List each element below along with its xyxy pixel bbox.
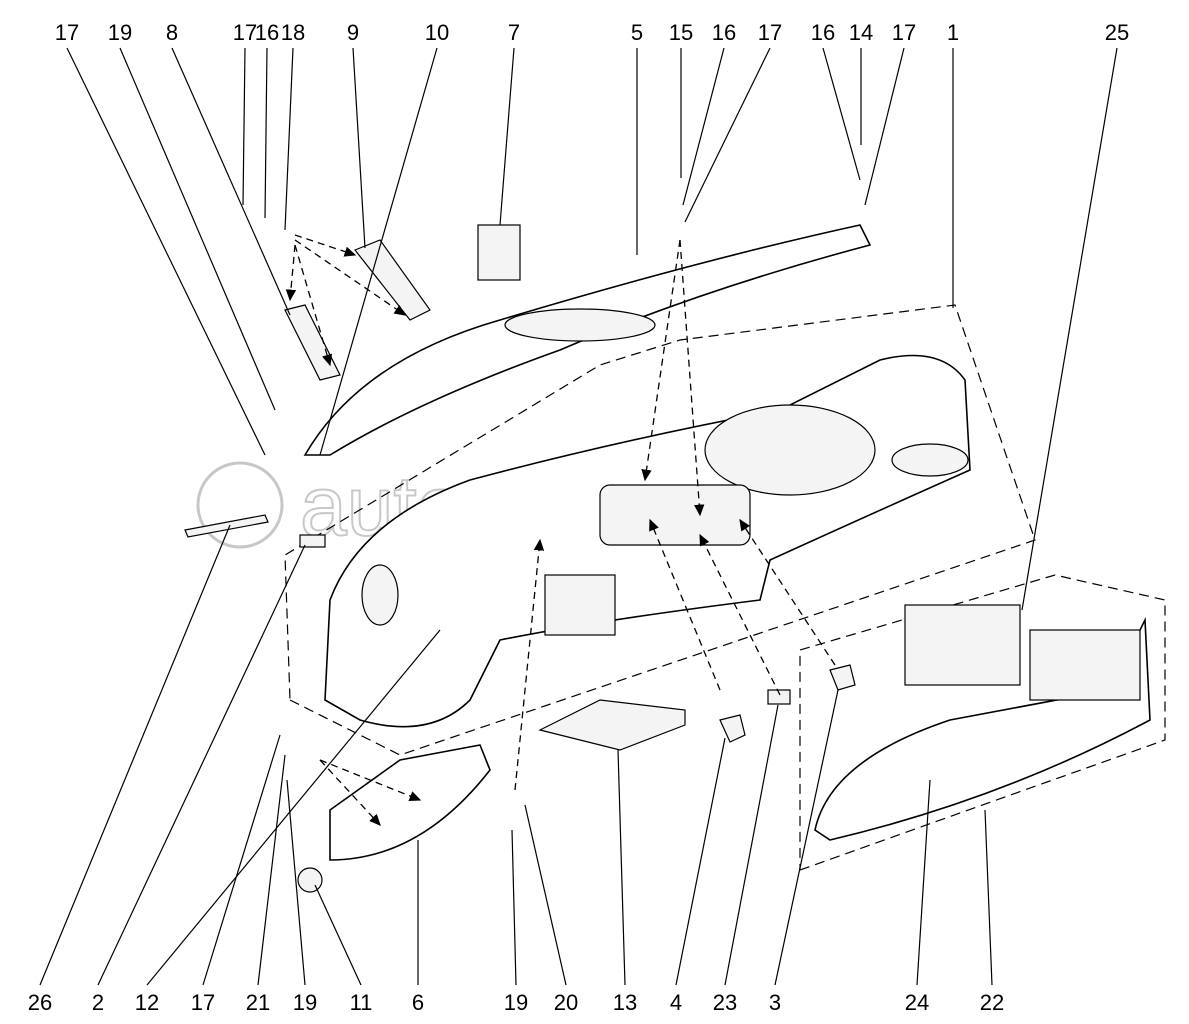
callout-label: 12 (135, 990, 159, 1015)
callout-label: 2 (92, 990, 104, 1015)
callout-label: 19 (504, 990, 528, 1015)
glovebox-lid-25 (904, 604, 1021, 686)
callout-label: 14 (849, 20, 873, 45)
callout-label: 16 (712, 20, 736, 45)
clip-23 (767, 689, 791, 705)
callout-label: 9 (347, 20, 359, 45)
label-plate-7 (477, 224, 521, 281)
clip-2 (299, 534, 326, 548)
callout-label: 19 (293, 990, 317, 1015)
callout-label: 6 (412, 990, 424, 1015)
glovebox-6 (329, 744, 491, 861)
top-callouts: 17 19 8 17 16 18 9 10 7 5 15 16 17 16 14… (55, 20, 1129, 611)
callout-label: 16 (255, 20, 279, 45)
left-vent (361, 564, 399, 626)
callout-label: 4 (670, 990, 682, 1015)
center-console-panel (599, 484, 751, 546)
callout-label: 16 (811, 20, 835, 45)
lower-dash-opening (544, 574, 616, 636)
instrument-panel-trim-outline (799, 574, 1166, 871)
assembly-arrows (285, 234, 836, 826)
callout-label: 1 (947, 20, 959, 45)
callout-label: 17 (892, 20, 916, 45)
callout-label: 5 (631, 20, 643, 45)
callout-label: 24 (905, 990, 929, 1015)
callout-label: 10 (425, 20, 449, 45)
callout-label: 20 (554, 990, 578, 1015)
callout-label: 21 (246, 990, 270, 1015)
callout-label: 18 (281, 20, 305, 45)
callout-label: 11 (350, 990, 373, 1015)
bracket-8 (284, 304, 341, 381)
defroster-grille (504, 308, 656, 342)
plug-11 (297, 867, 323, 893)
right-vent (891, 443, 969, 477)
callout-label: 3 (769, 990, 781, 1015)
callout-label: 13 (613, 990, 637, 1015)
bar-26 (184, 514, 269, 538)
callout-label: 19 (108, 20, 132, 45)
callout-label: 17 (191, 990, 215, 1015)
callout-label: 22 (980, 990, 1004, 1015)
bottom-callouts: 26 2 12 17 21 19 11 6 19 20 13 4 23 3 24… (28, 524, 1004, 1015)
callout-label: 26 (28, 990, 52, 1015)
callout-label: 15 (669, 20, 693, 45)
screen-frame (1029, 629, 1141, 701)
trim-panel-22 (814, 616, 1151, 841)
instrument-cluster-opening (704, 404, 876, 496)
callout-label: 17 (758, 20, 782, 45)
cover-13 (538, 699, 686, 751)
cap-3 (829, 664, 856, 691)
cap-4 (719, 714, 746, 743)
callout-label: 7 (508, 20, 520, 45)
callout-label: 17 (233, 20, 257, 45)
upper-trim-panel (303, 224, 872, 456)
callout-label: 23 (713, 990, 737, 1015)
bracket-9 (354, 239, 431, 321)
callout-label: 25 (1105, 20, 1129, 45)
callout-label: 8 (166, 20, 178, 45)
callout-label: 17 (55, 20, 79, 45)
